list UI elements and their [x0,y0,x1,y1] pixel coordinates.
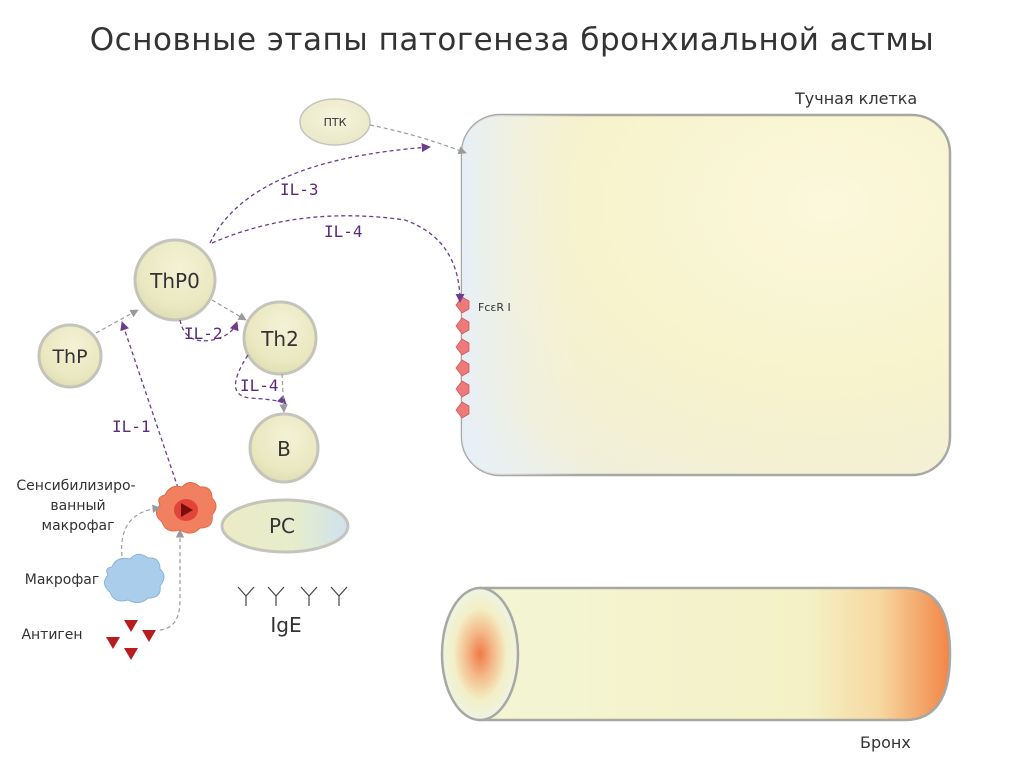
diagram-title: Основные этапы патогенеза бронхиальной а… [89,22,935,58]
receptor-label: FcεR I [478,301,511,314]
il1-label: IL-1 [112,417,151,436]
macrophage-to-sensitized-arrow [121,504,161,557]
antigen-mark [124,620,138,632]
ige-antibody-mark [267,586,285,606]
antigen-label: Антиген [21,627,82,643]
ptk-to-mast-arrow [369,124,467,155]
ige-antibody-mark [300,586,318,606]
thp-cell [37,323,103,389]
b-cell [248,412,320,484]
sens-macrophage-label-1: Сенсибилизиро- [16,478,135,494]
receptor-mark [455,317,470,335]
sens-macrophage-label-3: макрофаг [42,518,115,534]
antigen-mark [142,630,156,642]
ige-antibodies [237,586,348,606]
il1-arrow [120,321,179,489]
macrophage-label: Макрофаг [25,572,99,588]
fce-receptors [455,296,470,419]
mast-cell-label: Тучная клетка [794,89,917,108]
pc-cell [220,498,350,554]
receptor-mark [455,380,470,398]
thp0-to-th2-arrow [211,299,247,321]
ige-antibody-mark [237,586,255,606]
receptor-mark [455,359,470,377]
il4-arrow [211,215,465,303]
macrophage [104,553,165,604]
th2-cell [242,300,318,376]
th2-label: Th2 [260,327,299,351]
play-marker-icon [181,503,193,517]
antigen-mark [124,648,138,660]
il2-loop-arrow [179,319,239,342]
antigen-particles [106,620,156,660]
receptor-mark [455,401,470,419]
ige-antibody-mark [330,586,348,606]
thp-label: ThP [51,346,87,368]
il4-top-label: IL-4 [324,222,363,241]
il2-label: IL-2 [184,324,223,343]
thp0-cell [133,238,217,322]
antigen-mark [106,637,120,649]
il3-label: IL-3 [280,180,319,199]
ptk-label: ПТК [324,116,347,129]
th2-to-b-arrow [279,373,288,413]
il4-bottom-label: IL-4 [240,376,279,395]
thp-to-thp0-arrow [95,309,139,334]
receptor-mark [455,338,470,356]
bronchus [440,586,952,722]
mast-cell [460,113,952,477]
il3-arrow [209,143,431,244]
b-label: B [277,437,291,461]
ptk-cell [299,98,371,146]
antigen-to-sensitized-arrow [159,529,185,631]
thp0-label: ThP0 [149,269,200,293]
pc-label: PC [269,514,295,538]
sensitized-macrophage [156,482,217,534]
sens-macrophage-label-2: ванный [50,498,105,514]
il4-loop-arrow [234,354,287,405]
bronchus-label: Бронх [860,733,911,752]
ige-label: IgE [270,613,301,637]
